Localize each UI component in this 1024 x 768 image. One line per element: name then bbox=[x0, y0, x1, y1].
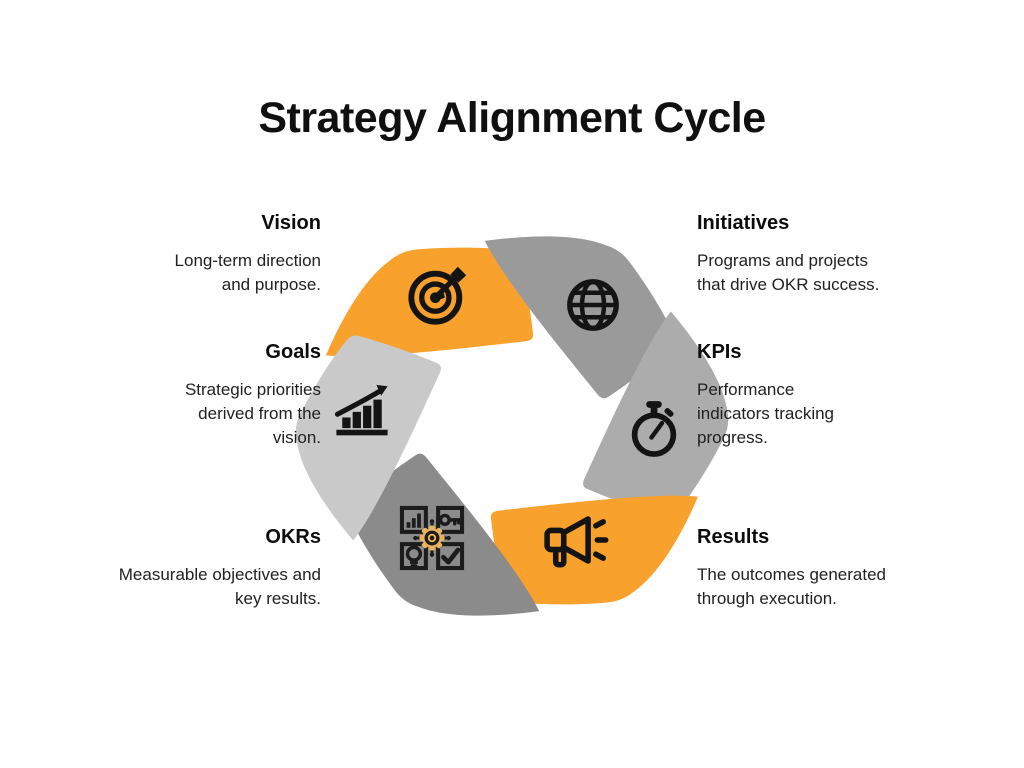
item-initiatives-heading: Initiatives bbox=[697, 212, 790, 234]
item-initiatives: Initiatives Programs and projects that d… bbox=[697, 212, 927, 297]
item-vision-body: Long-term direction and purpose. bbox=[174, 251, 321, 294]
item-goals: Goals Strategic priorities derived from … bbox=[101, 341, 321, 450]
item-kpis-heading: KPIs bbox=[697, 341, 742, 363]
stopwatch-icon bbox=[631, 401, 677, 457]
item-kpis: KPIs Performance indicators tracking pro… bbox=[697, 341, 887, 450]
okr-grid-icon bbox=[399, 505, 465, 571]
item-okrs-body: Measurable objectives and key results. bbox=[118, 565, 321, 608]
item-results-body: The outcomes generated through execution… bbox=[697, 565, 887, 608]
item-vision-heading: Vision bbox=[261, 212, 321, 234]
item-initiatives-body: Programs and projects that drive OKR suc… bbox=[697, 251, 880, 294]
item-okrs-heading: OKRs bbox=[265, 526, 321, 548]
page-title: Strategy Alignment Cycle bbox=[258, 94, 766, 142]
item-okrs: OKRs Measurable objectives and key resul… bbox=[71, 526, 321, 611]
item-results: Results The outcomes generated through e… bbox=[697, 526, 937, 611]
gear-glyph bbox=[419, 525, 445, 551]
item-goals-heading: Goals bbox=[265, 341, 321, 363]
item-kpis-body: Performance indicators tracking progress… bbox=[697, 380, 835, 447]
segment-results bbox=[490, 495, 698, 605]
megaphone-icon bbox=[544, 516, 609, 568]
segment-goals bbox=[295, 335, 441, 541]
segment-vision bbox=[326, 247, 534, 357]
item-vision: Vision Long-term direction and purpose. bbox=[101, 212, 321, 297]
globe-icon bbox=[567, 279, 619, 331]
segment-okrs bbox=[348, 453, 540, 616]
target-icon bbox=[408, 266, 467, 325]
item-results-heading: Results bbox=[697, 526, 770, 548]
growth-chart-icon bbox=[334, 384, 388, 436]
item-goals-body: Strategic priorities derived from the vi… bbox=[184, 380, 321, 447]
